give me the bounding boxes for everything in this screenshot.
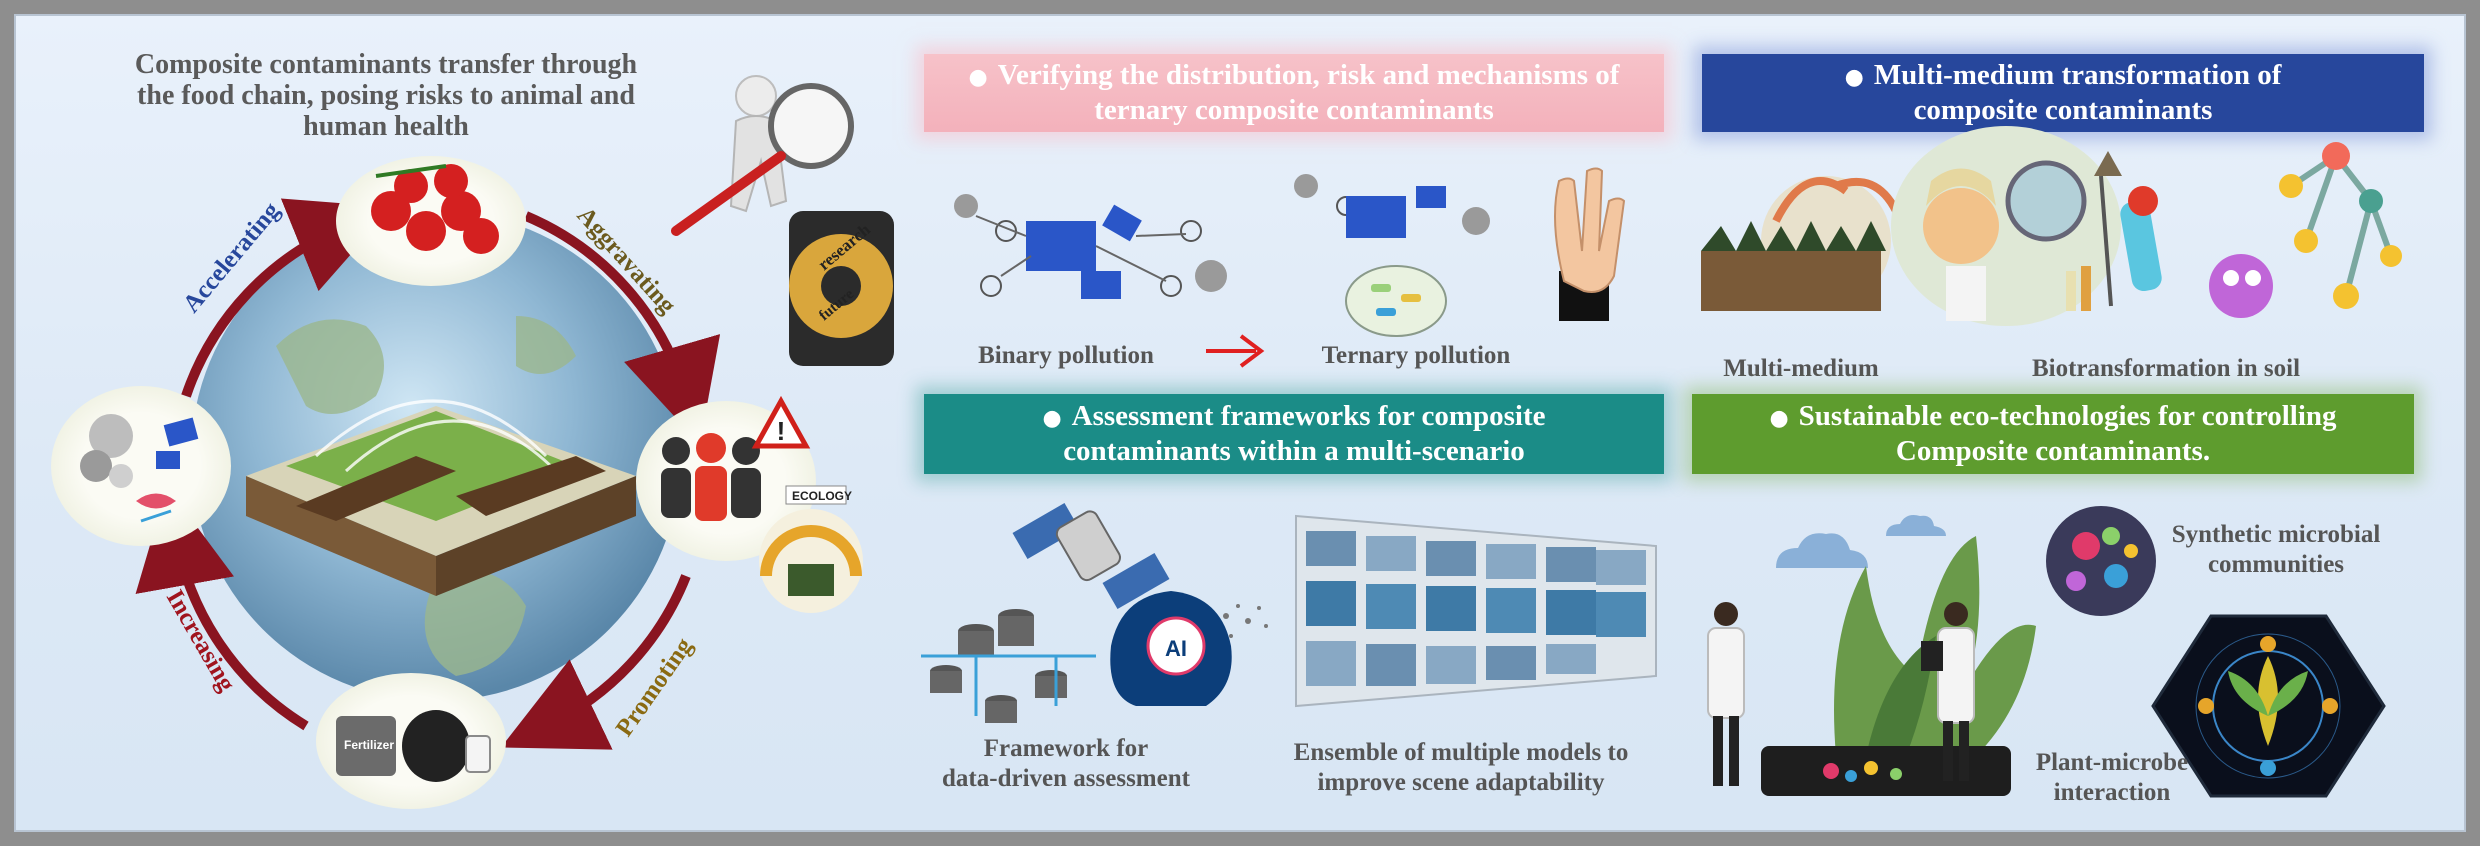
multi-medium-label: Multi-medium: [1723, 355, 1879, 382]
arrow-promoting: [500, 574, 691, 750]
magnifier-figure: [671, 75, 854, 236]
bullet-icon: ●: [968, 65, 988, 91]
panel2-banner: ● Multi-medium transformation of composit…: [1702, 54, 2424, 132]
ternary-molecule: [1294, 174, 1490, 337]
ecology-text: ECOLOGY: [792, 489, 852, 503]
panel2-title-line1: Multi-medium transformation of: [1873, 59, 2282, 92]
tomato-cloud: [336, 156, 526, 286]
synthetic-line2: communities: [2207, 551, 2345, 578]
cycle-diagram: ! Accelerating: [51, 75, 894, 809]
plant-line2: interaction: [2053, 779, 2171, 806]
earth-land: [276, 316, 576, 676]
synthetic-microbial-sphere: [2046, 506, 2156, 616]
scientist-microscope: [1891, 126, 2121, 326]
panel1-graphics: [954, 167, 1626, 368]
ai-head-icon: [1110, 591, 1232, 706]
microbe-characters: [2094, 151, 2273, 318]
framework-label: Framework for data-driven assessment: [916, 734, 1216, 794]
plant-microbe-hexagon: [2151, 614, 2386, 798]
ensemble-line2: improve scene adaptability: [1317, 769, 1605, 796]
synthetic-microbial-label: Synthetic microbial communities: [2166, 520, 2386, 580]
figure-canvas: Composite contaminants transfer through …: [14, 14, 2466, 832]
ecology-badge: [759, 485, 863, 613]
satellite-icon: [1012, 503, 1170, 609]
center-title-line3: human health: [303, 110, 469, 142]
fertilizer-text: Fertilizer: [344, 738, 394, 752]
framework-line2: data-driven assessment: [942, 765, 1190, 792]
panel1-title-line1: Verifying the distribution, risk and mec…: [997, 59, 1620, 92]
center-title-line2: the food chain, posing risks to animal a…: [137, 79, 635, 111]
arrow-accelerating: [181, 198, 393, 398]
panel4-graphics: [1707, 506, 2386, 798]
scatter-dots: [1223, 604, 1268, 638]
ensemble-label: Ensemble of multiple models to improve s…: [1251, 738, 1671, 798]
arrow-increasing: [135, 486, 309, 731]
ternary-pollution-label: Ternary pollution: [1321, 342, 1511, 369]
panel2-graphics: [1701, 126, 2402, 326]
ensemble-line1: Ensemble of multiple models to: [1293, 739, 1629, 766]
plant-line1: Plant-microbe: [2035, 749, 2189, 776]
ai-text: AI: [1165, 636, 1187, 661]
soil-block: [1701, 176, 1900, 311]
panel3-banner: ● Assessment frameworks for composite con…: [924, 394, 1664, 474]
panel2-title-line2: composite contaminants: [1913, 94, 2213, 126]
arrow-binary-to-ternary: [1206, 334, 1265, 368]
bullet-icon: ●: [1769, 406, 1789, 432]
synthetic-line1: Synthetic microbial: [2171, 521, 2381, 548]
people-warning-cloud: !: [636, 395, 816, 561]
panel1-banner: ● Verifying the distribution, risk and me…: [924, 54, 1664, 132]
model-ensemble-wall: [1295, 514, 1657, 708]
center-title-line1: Composite contaminants transfer through: [134, 49, 638, 80]
biotransformation-label: Biotransformation in soil: [2031, 355, 2301, 382]
bullet-icon: ●: [1042, 406, 1062, 432]
chemicals-cloud: [51, 386, 231, 546]
three-fingers-hand: [1554, 167, 1626, 321]
panel1-title-line2: ternary composite contaminants: [1094, 94, 1494, 126]
svg-text:!: !: [777, 416, 786, 446]
plant-microbe-label: Plant-microbe interaction: [2012, 748, 2212, 808]
greenhouse-illustration: [246, 399, 636, 596]
binary-molecule: [954, 194, 1227, 299]
panel4-banner: ● Sustainable eco-technologies for contro…: [1692, 394, 2414, 474]
panel4-title-line1: Sustainable eco-technologies for control…: [1798, 400, 2337, 433]
arrow-aggravating: [524, 211, 721, 445]
waste-cloud: [316, 673, 506, 809]
binary-pollution-label: Binary pollution: [978, 342, 1154, 369]
panel3-title-line1: Assessment frameworks for composite: [1071, 400, 1546, 433]
panel4-title-line2: Composite contaminants.: [1895, 435, 2211, 467]
research-gear: [789, 211, 894, 366]
center-title: Composite contaminants transfer through …: [76, 49, 696, 142]
panel3-graphics: AI: [921, 503, 1657, 723]
panel3-title-line2: contaminants within a multi-scenario: [1063, 435, 1525, 467]
clouds: [1776, 515, 1946, 568]
framework-line1: Framework for: [983, 735, 1149, 762]
scientists-plants: [1707, 536, 2036, 796]
bullet-icon: ●: [1844, 65, 1864, 91]
molecule-network: [2279, 142, 2402, 309]
database-network: [921, 609, 1096, 723]
